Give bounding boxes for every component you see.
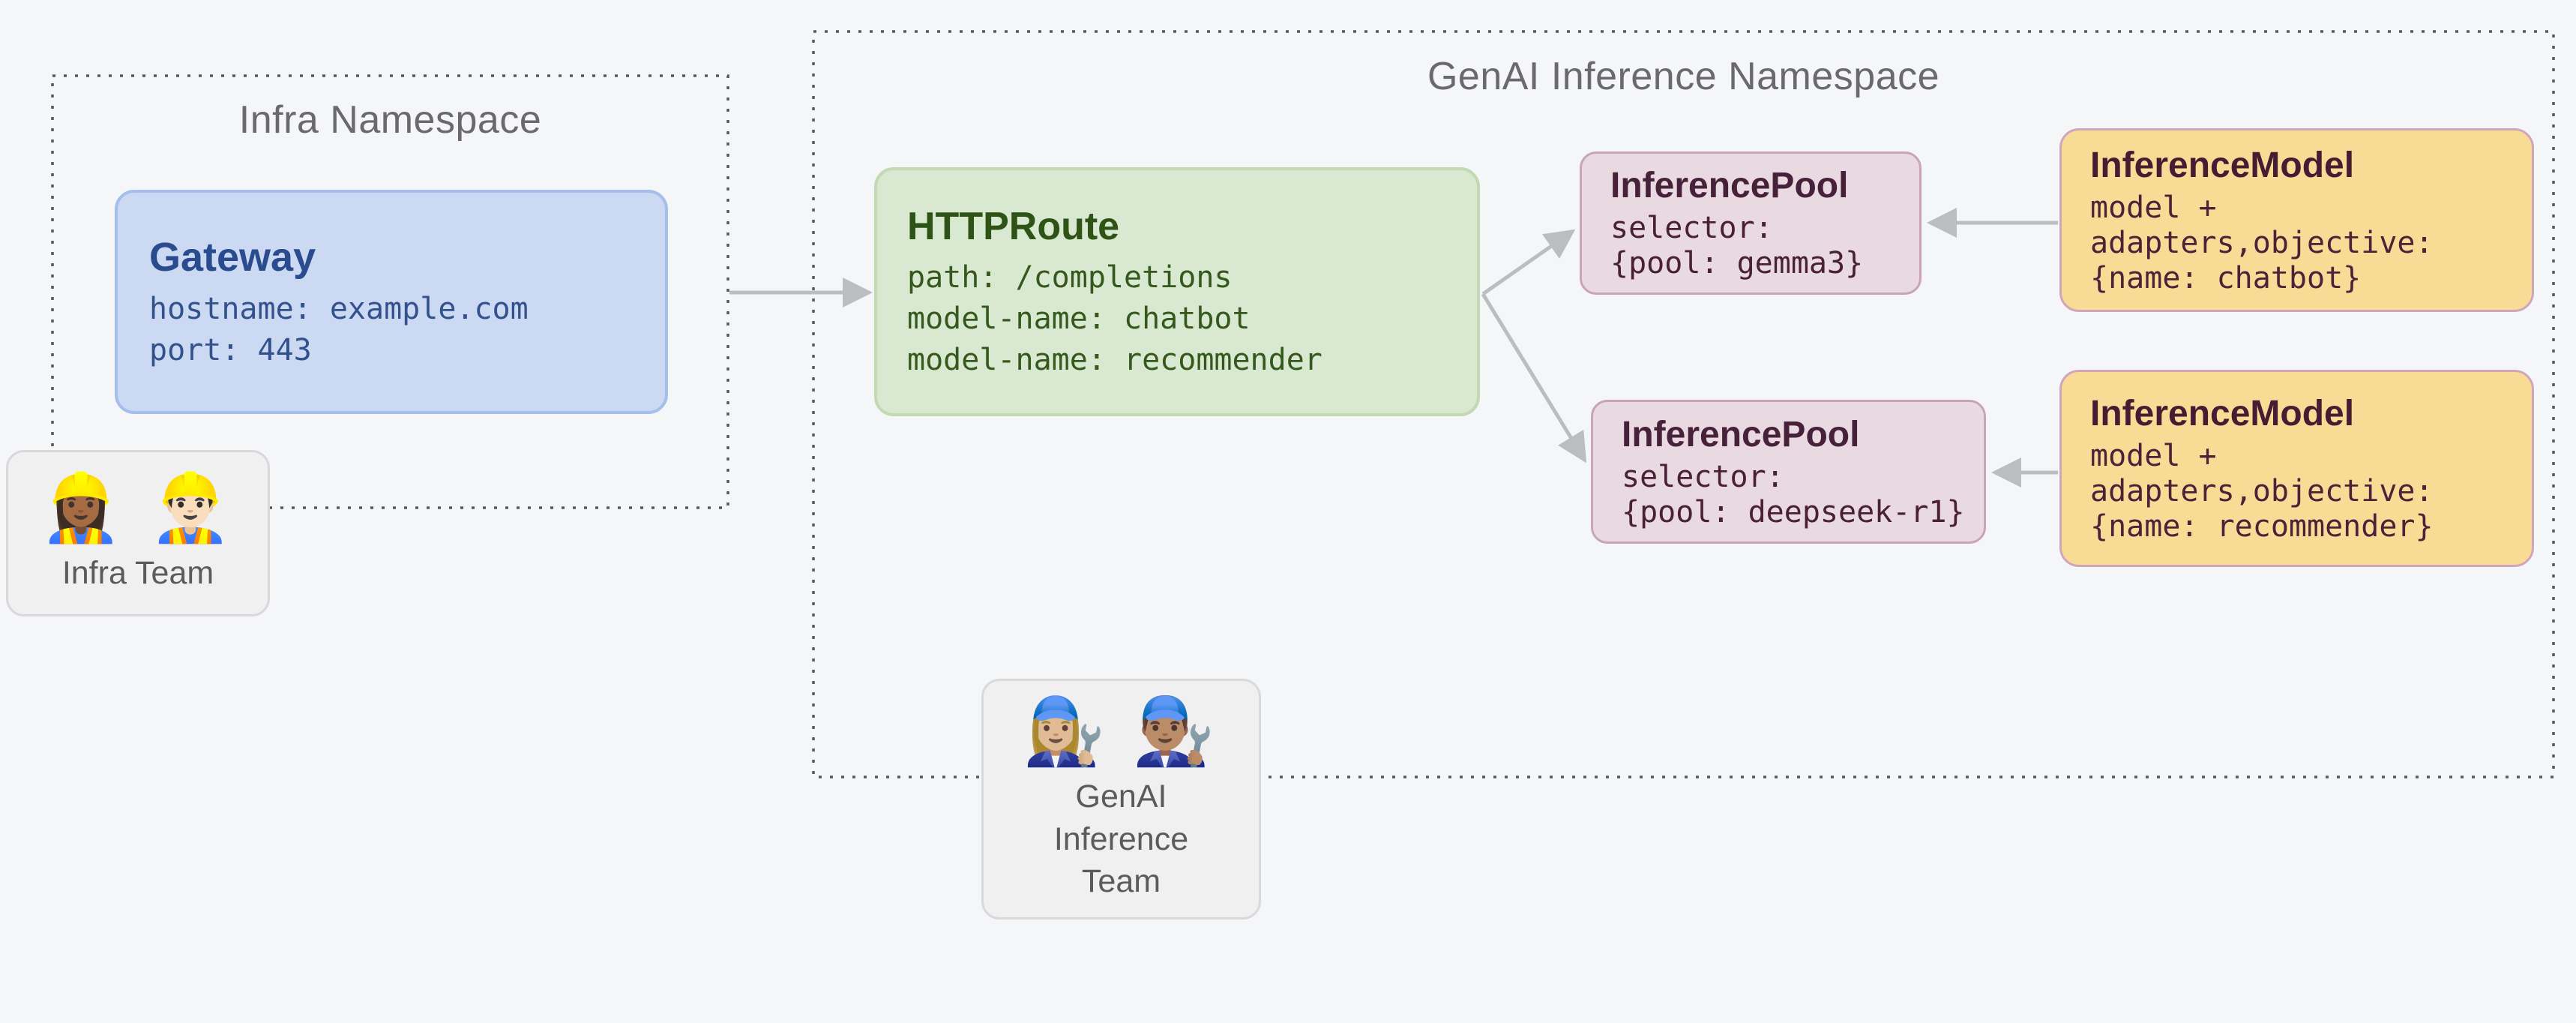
- gateway-hostname-line: hostname: example.com: [149, 291, 529, 326]
- infra-namespace-border: [51, 74, 729, 509]
- httproute-path-line: path: /completions: [907, 260, 1233, 295]
- inference-model-recommender-node: InferenceModel model + adapters,objectiv…: [2059, 370, 2534, 567]
- pool-deepseek-selector-line: selector:: [1622, 459, 1784, 494]
- mechanic-emojis: 👩🏼‍🔧 👨🏽‍🔧: [1023, 693, 1220, 768]
- httproute-node: HTTPRoute path: /completions model-name:…: [874, 167, 1480, 416]
- gateway-node-title: Gateway: [149, 234, 316, 280]
- model-recommender-line-3: {name: recommender}: [2090, 508, 2434, 544]
- model-chatbot-line-2: adapters,objective:: [2090, 225, 2434, 260]
- pool-deepseek-value-line: {pool: deepseek-r1}: [1622, 494, 1965, 530]
- httproute-model-recommender-line: model-name: recommender: [907, 342, 1322, 377]
- infra-namespace-title: Infra Namespace: [238, 98, 542, 142]
- inference-model-chatbot-node: InferenceModel model + adapters,objectiv…: [2059, 128, 2534, 312]
- model-recommender-line-1: model +: [2090, 438, 2217, 473]
- arrow-httproute-to-pool-deepseek: [1481, 292, 1587, 464]
- inference-pool-deepseek-node: InferencePool selector: {pool: deepseek-…: [1591, 400, 1986, 544]
- inference-pool-gemma3-title: InferencePool: [1610, 166, 1849, 206]
- infra-team-label: Infra Team: [61, 555, 214, 592]
- model-recommender-line-2: adapters,objective:: [2090, 473, 2434, 508]
- inference-pool-gemma3-node: InferencePool selector: {pool: gemma3}: [1580, 152, 1922, 295]
- inference-model-recommender-title: InferenceModel: [2090, 393, 2355, 434]
- pool-gemma3-value-line: {pool: gemma3}: [1610, 246, 1864, 280]
- pool-gemma3-selector-line: selector:: [1610, 211, 1773, 245]
- inference-pool-deepseek-title: InferencePool: [1622, 414, 1860, 454]
- infra-team-card: 👷🏾‍♀️ 👷🏻‍♂️ Infra Team: [6, 450, 270, 616]
- gateway-port-line: port: 443: [149, 332, 312, 368]
- model-chatbot-line-3: {name: chatbot}: [2090, 260, 2362, 296]
- model-chatbot-line-1: model +: [2090, 190, 2217, 225]
- genai-inference-team-label: GenAI Inference Team: [1053, 778, 1189, 900]
- arrow-httproute-to-pool-gemma3: [1481, 229, 1576, 296]
- gateway-node: Gateway hostname: example.com port: 443: [115, 190, 668, 414]
- inference-model-chatbot-title: InferenceModel: [2090, 145, 2355, 185]
- construction-worker-emojis: 👷🏾‍♀️ 👷🏻‍♂️: [40, 470, 236, 545]
- httproute-model-chatbot-line: model-name: chatbot: [907, 301, 1251, 336]
- genai-namespace-title: GenAI Inference Namespace: [1427, 55, 1940, 98]
- genai-inference-team-card: 👩🏼‍🔧 👨🏽‍🔧 GenAI Inference Team: [981, 679, 1261, 920]
- httproute-node-title: HTTPRoute: [907, 204, 1120, 248]
